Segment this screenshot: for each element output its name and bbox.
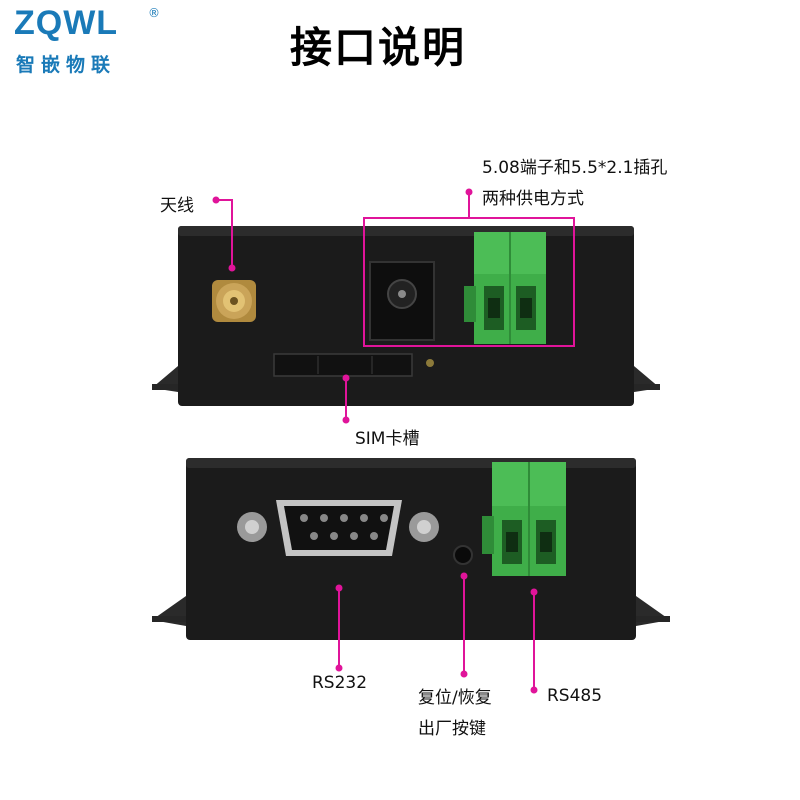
- rs232-label: RS232: [312, 673, 368, 693]
- logo-registered-mark: ®: [148, 6, 160, 20]
- antenna-connector: [212, 280, 256, 322]
- bottom-device-body: [186, 458, 636, 640]
- rs485-label: RS485: [547, 686, 603, 706]
- power-label-line2: 两种供电方式: [482, 189, 584, 209]
- bottom-device: [152, 458, 670, 640]
- antenna-callout-leader: [216, 199, 233, 268]
- sim-slot-label: SIM卡槽: [355, 429, 420, 449]
- logo-brand-text: ZQWL: [14, 4, 119, 42]
- power-terminal-block: [464, 232, 546, 344]
- top-device: [152, 226, 660, 406]
- callout-lines: [216, 192, 575, 690]
- rs485-terminal-block: [482, 462, 566, 576]
- sim-card-slot: [273, 353, 434, 377]
- logo-subtitle: 智嵌物联: [16, 54, 117, 76]
- page-title: 接口说明: [290, 23, 467, 72]
- antenna-label: 天线: [160, 196, 194, 216]
- dc-power-jack: [369, 261, 435, 341]
- callout-dots: [212, 188, 538, 694]
- reset-label-line1: 复位/恢复: [418, 688, 492, 708]
- rs232-db9-connector: [237, 500, 439, 556]
- power-label: 5.08端子和5.5*2.1插孔: [482, 158, 668, 178]
- reset-label-line2: 出厂按键: [418, 719, 486, 739]
- reset-button: [453, 545, 473, 565]
- brand-logo: ZQWL ® 智嵌物联: [14, 4, 164, 84]
